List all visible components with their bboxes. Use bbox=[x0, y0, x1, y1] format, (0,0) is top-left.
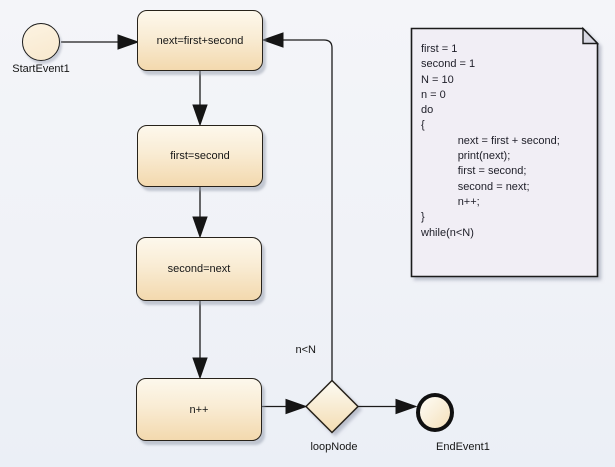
end-event-label: EndEvent1 bbox=[436, 441, 490, 453]
action-node-second-next[interactable]: second=next bbox=[136, 237, 262, 301]
note-code-line: { bbox=[421, 119, 425, 132]
note-code-line: second = 1 bbox=[421, 58, 476, 71]
edge-action1-to-action2[interactable] bbox=[192, 71, 208, 127]
edge-action2-to-action3[interactable] bbox=[192, 187, 208, 239]
note-code-line: do bbox=[421, 104, 434, 117]
note-code-line: second = next; bbox=[421, 180, 530, 193]
action-node-next-first-second[interactable]: next=first+second bbox=[137, 10, 263, 71]
action-node-n-plus-plus[interactable]: n++ bbox=[136, 378, 262, 441]
action-node-first-second[interactable]: first=second bbox=[137, 125, 263, 187]
note-code-text: first = 1 second = 1 N = 10 n = 0 do { n… bbox=[411, 34, 601, 241]
edge-start-to-action1[interactable] bbox=[61, 34, 140, 50]
guard-label-n-less-than-N: n<N bbox=[295, 344, 317, 356]
note-code-line: print(next); bbox=[421, 150, 511, 163]
note-code-line: next = first + second; bbox=[421, 134, 560, 147]
action-label: first=second bbox=[170, 150, 230, 162]
action-label: next=first+second bbox=[156, 34, 244, 47]
start-event-label: StartEvent1 bbox=[12, 63, 70, 75]
note-code-line: n++; bbox=[421, 195, 480, 208]
edge-loopback-decision-to-action1[interactable] bbox=[261, 32, 333, 381]
end-event-node[interactable] bbox=[416, 393, 454, 432]
action-label: n++ bbox=[189, 403, 209, 416]
note-code-line: } bbox=[421, 211, 425, 224]
decision-node-label: loopNode bbox=[310, 441, 358, 453]
decision-node-shape[interactable] bbox=[304, 379, 360, 434]
note-code-line: n = 0 bbox=[421, 88, 446, 101]
note-code-line: while(n<N) bbox=[421, 226, 474, 239]
edge-action3-to-action4[interactable] bbox=[192, 301, 208, 380]
start-event-node[interactable] bbox=[22, 23, 60, 61]
note-code-line: N = 10 bbox=[421, 73, 454, 86]
action-label: second=next bbox=[167, 263, 231, 275]
note-fold-corner bbox=[582, 26, 600, 45]
note-code-line: first = 1 bbox=[421, 43, 458, 55]
edge-action4-to-decision[interactable] bbox=[262, 398, 308, 415]
note-code-line: first = second; bbox=[421, 165, 527, 178]
edge-decision-to-end[interactable] bbox=[358, 398, 418, 415]
note-shape[interactable] bbox=[410, 26, 600, 278]
